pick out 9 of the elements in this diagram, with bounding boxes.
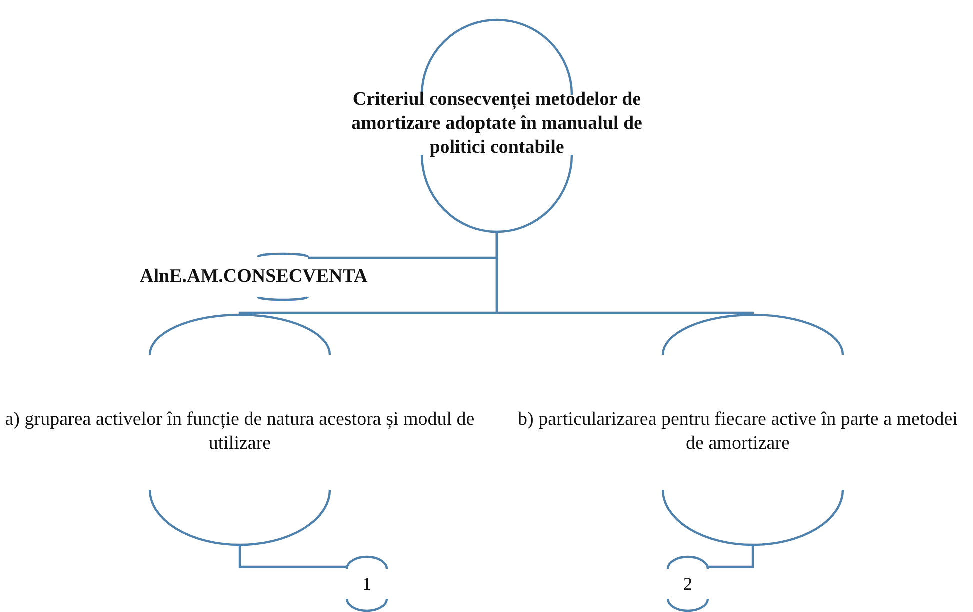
node-text: AlnE.AM.CONSECVENTA — [140, 265, 369, 289]
node-text: b) particularizarea pentru fiecare active în parte a metodei de amortizare — [518, 408, 958, 456]
node-text: 2 — [682, 573, 694, 596]
node-text: a) gruparea activelor în funcție de natura acestora și modul de utilizare — [5, 408, 475, 456]
node-text: 1 — [362, 573, 372, 596]
connector-line — [496, 232, 754, 316]
node-text: Criteriul consecvenței metodelor de amortizare adoptate în manualul de politici contabile — [350, 88, 644, 160]
connector-line — [238, 545, 347, 568]
connector-line — [708, 545, 754, 568]
